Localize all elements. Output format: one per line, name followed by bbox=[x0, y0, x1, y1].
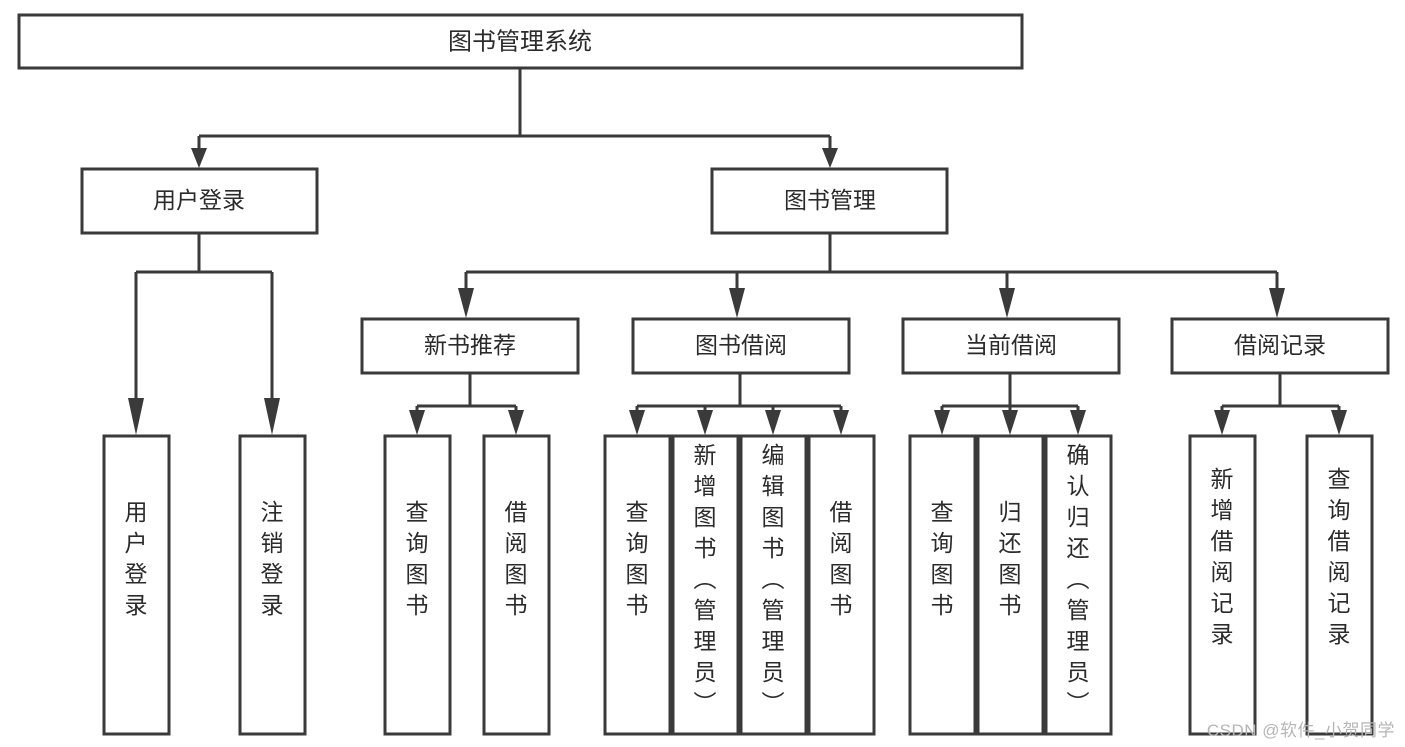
leaf-current-borrow-2-box[interactable] bbox=[976, 434, 1045, 736]
node-user-login-label: 用户登录 bbox=[153, 187, 245, 213]
node-current-borrow-box[interactable] bbox=[901, 317, 1121, 375]
leaf-current-borrow-3[interactable]: 确认归还︵管理员︶ bbox=[1044, 434, 1113, 736]
leaf-current-borrow-1-label: 查询图书 bbox=[931, 499, 954, 618]
node-book-manage-box[interactable] bbox=[710, 167, 949, 235]
leaf-borrow-record-1[interactable]: 新增借阅记录 bbox=[1188, 434, 1257, 736]
arrowhead-leaf-book-borrow-3 bbox=[765, 410, 781, 435]
leaf-current-borrow-2-label: 归还图书 bbox=[999, 499, 1022, 618]
leaf-book-borrow-2[interactable]: 新增图书︵管理员︶ bbox=[671, 434, 740, 736]
arrowhead-leaf-current-borrow-2 bbox=[1002, 410, 1018, 435]
leaf-book-borrow-2-box[interactable] bbox=[671, 434, 740, 736]
leaf-new-book-1[interactable]: 查询图书 bbox=[383, 434, 452, 736]
node-user-login-box[interactable] bbox=[80, 167, 319, 235]
node-borrow-record-box[interactable] bbox=[1170, 317, 1390, 375]
arrowhead-leaf-current-borrow-1 bbox=[934, 410, 950, 435]
arrowhead-leaf-book-borrow-1 bbox=[629, 410, 645, 435]
leaf-new-book-1-box[interactable] bbox=[383, 434, 452, 736]
node-root[interactable]: 图书管理系统 bbox=[17, 13, 1024, 70]
leaf-book-borrow-2-label: 新增图书︵管理员︶ bbox=[694, 442, 717, 716]
leaf-borrow-record-1-box[interactable] bbox=[1188, 434, 1257, 736]
node-current-borrow[interactable]: 当前借阅 bbox=[901, 317, 1121, 375]
arrowhead-leaf-user-login-1 bbox=[128, 398, 144, 435]
arrowhead-new-book bbox=[458, 288, 474, 318]
leaf-current-borrow-1[interactable]: 查询图书 bbox=[908, 434, 977, 736]
node-book-borrow-label: 图书借阅 bbox=[695, 332, 787, 358]
leaf-user-login-1-box[interactable] bbox=[102, 434, 171, 736]
node-root-box[interactable] bbox=[17, 13, 1024, 70]
leaf-book-borrow-4-label: 借阅图书 bbox=[830, 499, 853, 618]
leaf-book-borrow-1[interactable]: 查询图书 bbox=[603, 434, 672, 736]
leaf-borrow-record-2[interactable]: 查询借阅记录 bbox=[1305, 434, 1374, 736]
arrowhead-leaf-new-book-1 bbox=[409, 410, 425, 435]
leaf-book-borrow-3-box[interactable] bbox=[739, 434, 808, 736]
arrowhead-leaf-new-book-2 bbox=[508, 410, 524, 435]
leaf-current-borrow-2[interactable]: 归还图书 bbox=[976, 434, 1045, 736]
node-root-label: 图书管理系统 bbox=[448, 28, 592, 55]
leaf-new-book-2[interactable]: 借阅图书 bbox=[482, 434, 551, 736]
arrowhead-leaf-book-borrow-4 bbox=[833, 410, 849, 435]
node-book-manage[interactable]: 图书管理 bbox=[710, 167, 949, 235]
leaf-book-borrow-3-label: 编辑图书︵管理员︶ bbox=[762, 442, 785, 716]
leaf-user-login-1-label: 用户登录 bbox=[125, 499, 148, 618]
connectors bbox=[128, 68, 1347, 435]
leaf-user-login-2-label: 注销登录 bbox=[261, 499, 284, 618]
arrowhead-leaf-borrow-record-1 bbox=[1214, 410, 1230, 435]
arrowhead-current-borrow bbox=[999, 288, 1015, 318]
node-borrow-record-label: 借阅记录 bbox=[1234, 332, 1326, 358]
leaf-user-login-2[interactable]: 注销登录 bbox=[238, 434, 307, 736]
leaf-user-login-1[interactable]: 用户登录 bbox=[102, 434, 171, 736]
csdn-watermark: CSDN @软件_小贺同学 bbox=[1206, 721, 1395, 740]
arrowhead-book-borrow bbox=[729, 288, 745, 318]
leaf-new-book-2-box[interactable] bbox=[482, 434, 551, 736]
arrowhead-leaf-current-borrow-3 bbox=[1070, 410, 1086, 435]
arrowhead-leaf-book-borrow-2 bbox=[697, 410, 713, 435]
leaf-book-borrow-4[interactable]: 借阅图书 bbox=[807, 434, 876, 736]
node-new-book-box[interactable] bbox=[360, 317, 580, 375]
arrowhead-leaf-borrow-record-2 bbox=[1331, 410, 1347, 435]
leaf-book-borrow-3[interactable]: 编辑图书︵管理员︶ bbox=[739, 434, 808, 736]
leaf-book-borrow-4-box[interactable] bbox=[807, 434, 876, 736]
node-borrow-record[interactable]: 借阅记录 bbox=[1170, 317, 1390, 375]
node-user-login[interactable]: 用户登录 bbox=[80, 167, 319, 235]
arrowhead-borrow-record bbox=[1269, 288, 1285, 318]
leaf-user-login-2-box[interactable] bbox=[238, 434, 307, 736]
leaf-new-book-1-label: 查询图书 bbox=[406, 499, 429, 618]
node-new-book-label: 新书推荐 bbox=[424, 332, 516, 358]
node-book-borrow[interactable]: 图书借阅 bbox=[631, 317, 851, 375]
leaf-book-borrow-1-label: 查询图书 bbox=[626, 499, 649, 618]
leaf-book-borrow-1-box[interactable] bbox=[603, 434, 672, 736]
node-new-book[interactable]: 新书推荐 bbox=[360, 317, 580, 375]
arrowhead-book-manage bbox=[822, 148, 838, 168]
leaf-new-book-2-label: 借阅图书 bbox=[505, 499, 528, 618]
arrowhead-leaf-user-login-2 bbox=[264, 398, 280, 435]
leaf-borrow-record-1-label: 新增借阅记录 bbox=[1211, 466, 1234, 647]
leaf-borrow-record-2-label: 查询借阅记录 bbox=[1328, 466, 1351, 647]
leaf-current-borrow-3-label: 确认归还︵管理员︶ bbox=[1067, 442, 1090, 716]
leaf-current-borrow-3-box[interactable] bbox=[1044, 434, 1113, 736]
node-book-manage-label: 图书管理 bbox=[784, 187, 876, 213]
node-current-borrow-label: 当前借阅 bbox=[965, 332, 1057, 358]
arrowhead-user-login bbox=[191, 148, 207, 168]
node-book-borrow-box[interactable] bbox=[631, 317, 851, 375]
leaf-current-borrow-1-box[interactable] bbox=[908, 434, 977, 736]
leaf-borrow-record-2-box[interactable] bbox=[1305, 434, 1374, 736]
